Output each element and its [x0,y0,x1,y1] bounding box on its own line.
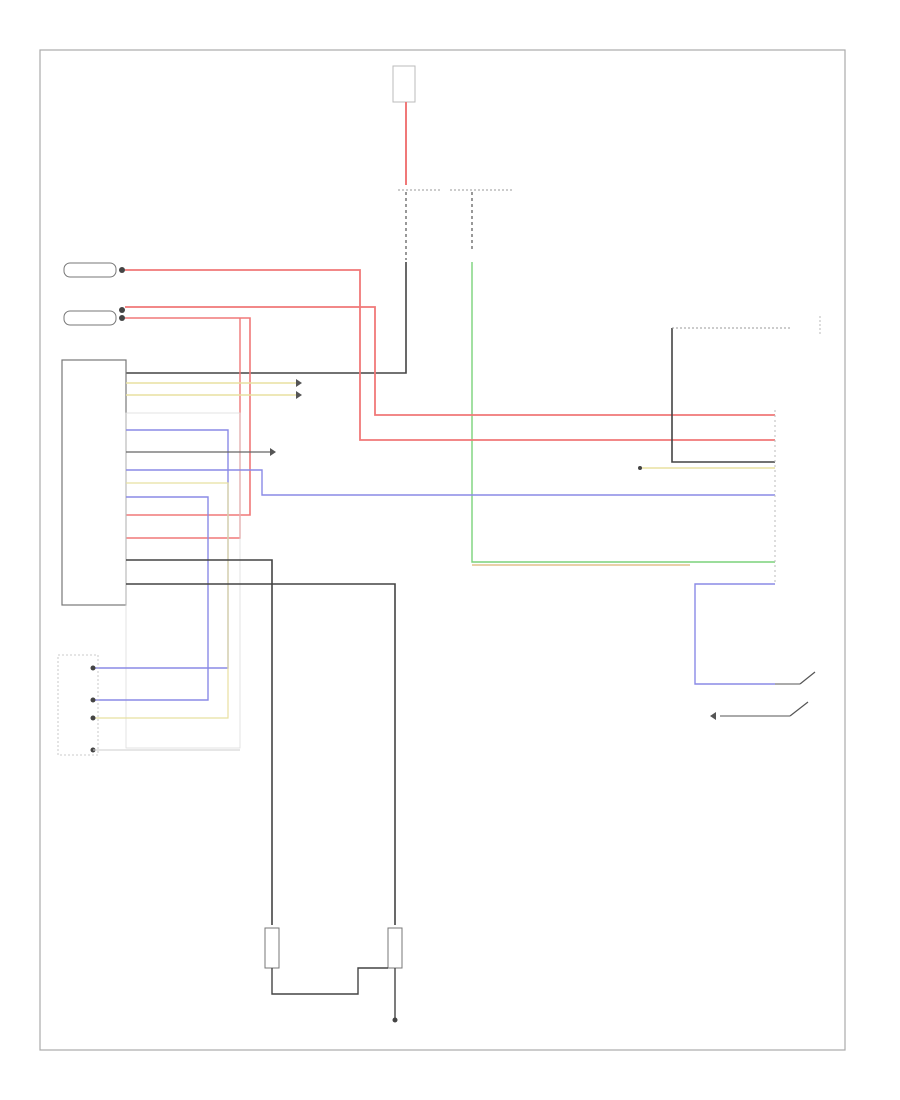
battery-terminal-2 [119,307,125,313]
pin-group-outline [125,412,241,749]
black-wire-sensor-right [126,583,396,925]
battery-terminal-3 [119,315,125,321]
blue-wire-3 [93,496,209,701]
left-sensor [264,927,280,969]
red-wire-battery-2 [125,306,775,416]
ground-icon [392,1017,398,1023]
black-wire-sensor-left [126,559,273,925]
sensor-pin [90,715,96,721]
battery-left [63,262,117,278]
red-wire-battery-1 [125,269,775,441]
sensor-pin [90,697,96,703]
green-wire [471,262,775,563]
left-control-module [61,359,127,606]
battery-right [63,310,117,326]
switch-icon [799,671,816,685]
red-wire-battery-4 [120,318,241,539]
battery-terminal-1 [119,267,125,273]
diagram-frame [39,49,846,1051]
junction-dot [638,466,642,470]
right-sensor [387,927,403,969]
fuse-block [392,65,416,103]
black-wire-right-loop [671,328,775,463]
arrow-icon [296,391,302,399]
black-wire-relay [120,262,407,374]
red-wire-battery-3 [120,317,251,516]
arrow-icon [710,712,716,720]
arrow-icon [296,379,302,387]
blue-wire-2 [126,469,775,496]
arrow-icon [270,448,276,456]
sensor-block [57,654,99,756]
blue-wire-switch [694,583,775,685]
sensor-pin [90,665,96,671]
yellow-wire-3 [93,482,229,719]
switch-icon [789,701,809,717]
sensor-link-wire [271,967,388,995]
